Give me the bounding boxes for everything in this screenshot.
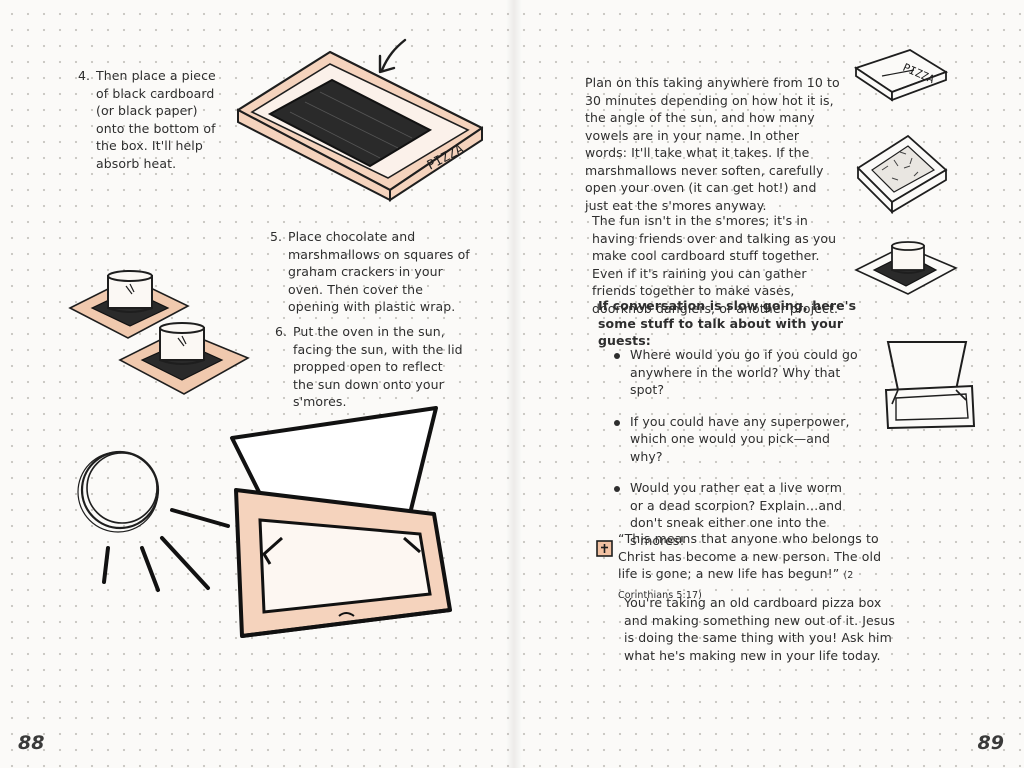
step-5-text: Place chocolate and marshmallows on squa… <box>288 229 470 314</box>
step-4-text: Then place a piece of black cardboard (o… <box>96 68 216 171</box>
solar-oven-illustration <box>230 406 452 638</box>
closing-paragraph: You're taking an old cardboard pizza box… <box>624 595 896 663</box>
prompt-item: Where would you go if you could go anywh… <box>612 346 858 399</box>
step-6-number: 6. <box>275 324 288 339</box>
sun-icon <box>77 450 230 592</box>
smores-illustration <box>68 270 250 395</box>
page-number-right: 89 <box>977 732 1004 754</box>
conversation-heading: If conversation is slow going, here's so… <box>598 298 857 348</box>
verse-text: “This means that anyone who belongs to C… <box>618 531 882 581</box>
bible-icon <box>596 540 613 557</box>
closed-pizza-box-icon: PIZZA <box>853 49 949 102</box>
step-6: 6. Put the oven in the sun, facing the s… <box>275 323 465 411</box>
smore-thumb-icon <box>854 241 958 295</box>
verse-reference: (2 Corinthians 5:17) <box>618 570 854 601</box>
step-5: 5. Place chocolate and marshmallows on s… <box>270 228 470 316</box>
intro-paragraph: Plan on this taking anywhere from 10 to … <box>585 75 840 213</box>
page-gutter <box>506 0 522 768</box>
step-6-text: Put the oven in the sun, facing the sun,… <box>293 324 463 409</box>
step-4-number: 4. <box>78 68 91 83</box>
conversation-prompts: Where would you go if you could go anywh… <box>612 346 858 563</box>
step-4: 4. Then place a piece of black cardboard… <box>78 67 228 172</box>
bible-verse: “This means that anyone who belongs to C… <box>618 530 900 604</box>
pizza-in-box-icon <box>856 134 948 215</box>
smore-2 <box>118 322 250 395</box>
prompt-item: Would you rather eat a live worm or a de… <box>612 479 858 549</box>
smore-1 <box>68 270 190 339</box>
page-number-left: 88 <box>18 732 45 754</box>
fun-paragraph: The fun isn't in the s'mores; it's in ha… <box>592 213 839 316</box>
step-5-number: 5. <box>270 229 283 244</box>
open-box-thumb-icon <box>884 341 976 430</box>
prompt-item: If you could have any superpower, which … <box>612 413 858 466</box>
arrow-icon <box>380 38 407 72</box>
black-cardboard-box-illustration: PIZZA <box>236 38 484 202</box>
